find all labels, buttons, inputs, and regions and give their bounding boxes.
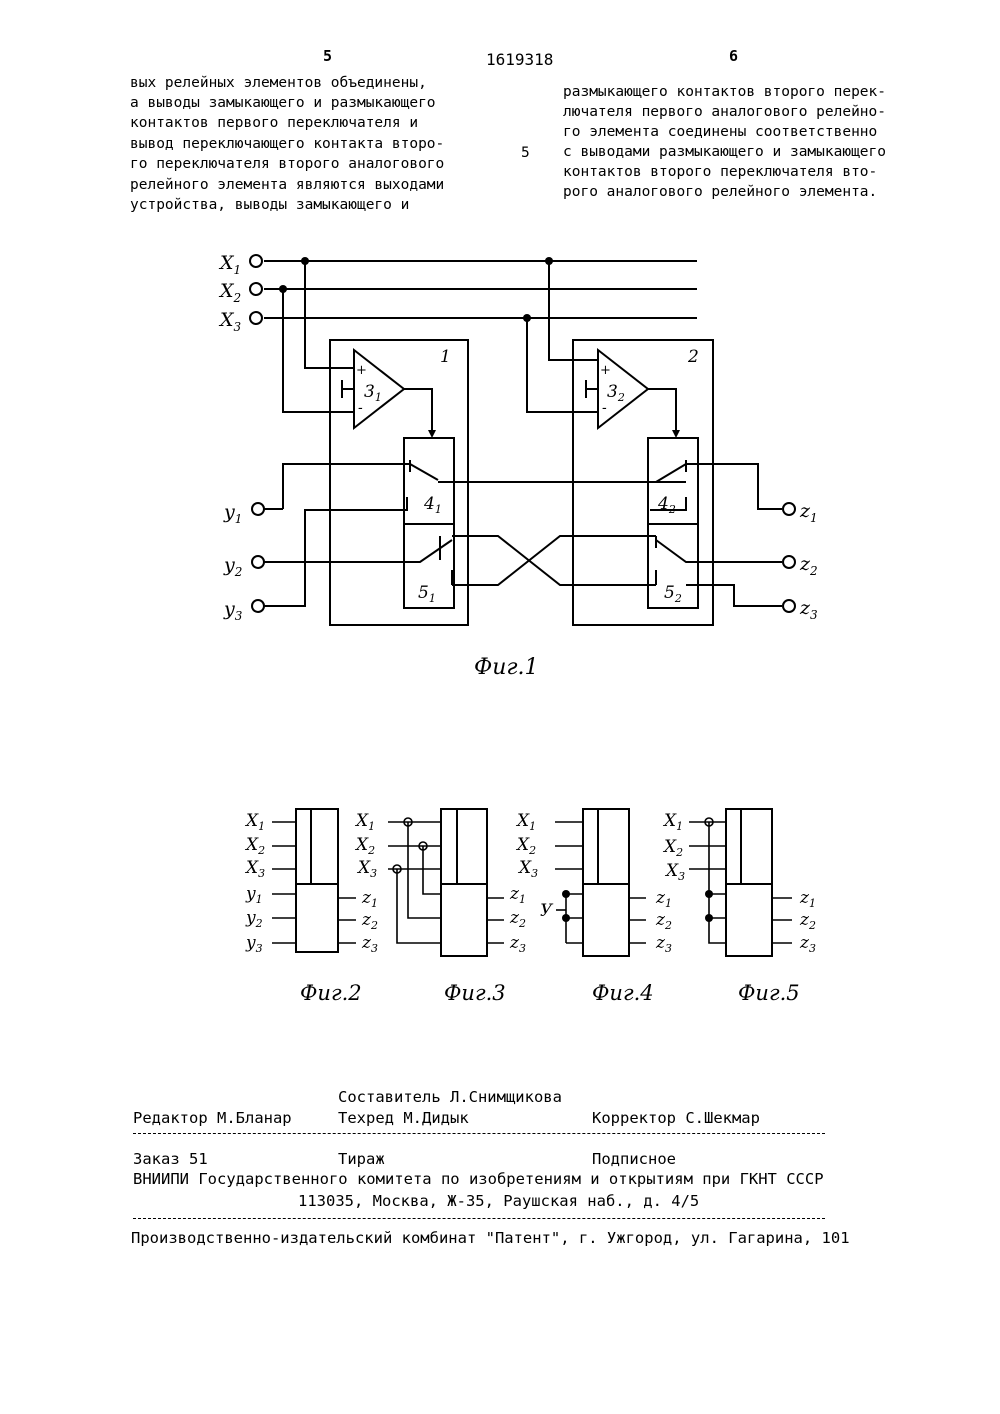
fig5-caption: Фиг.5 [738,981,800,1005]
z3-label: z3 [799,597,818,622]
svg-text:X2: X2 [662,837,683,859]
editor-credit: Редактор М.Бланар [133,1109,292,1127]
svg-text:X1: X1 [244,811,265,833]
svg-text:X1: X1 [354,811,375,833]
svg-text:+: + [356,363,367,378]
fig1-caption: Фиг.1 [474,655,539,680]
svg-text:z1: z1 [655,888,672,910]
block-2-number: 2 [687,347,699,367]
block-1-number: 1 [440,347,451,367]
svg-text:41: 41 [423,494,442,516]
svg-text:X2: X2 [515,835,536,857]
input-terminal [250,283,262,295]
svg-text:51: 51 [418,583,436,605]
divider [133,1133,825,1134]
svg-text:X3: X3 [664,861,685,883]
svg-text:-: - [602,400,607,416]
svg-text:-: - [358,400,363,416]
svg-text:X3: X3 [356,858,377,880]
x2-label: X2 [218,280,241,305]
svg-text:y3: y3 [245,933,263,955]
svg-text:32: 32 [607,382,625,404]
svg-text:z1: z1 [361,888,378,910]
svg-text:z2: z2 [509,908,526,930]
svg-text:z2: z2 [655,910,672,932]
y3-label: y3 [223,598,243,623]
fig3-block: X1 X2 X3 z1 z2 z3 [354,809,526,956]
input-terminal [250,255,262,267]
divider [133,1218,825,1219]
address-line: 113035, Москва, Ж-35, Раушская наб., д. … [298,1192,699,1210]
svg-text:+: + [600,363,611,378]
svg-text:42: 42 [657,494,676,516]
x1-label: X1 [218,252,241,277]
institute-line: ВНИИПИ Государственного комитета по изоб… [133,1170,824,1188]
x3-label: X3 [218,309,242,334]
print-run: Тираж [338,1150,385,1168]
techred-credit: Техред М.Дидык [338,1109,469,1127]
fig1-circuit-diagram: X1 X2 X3 1 + - 31 41 [218,252,818,625]
subscription-note: Подписное [592,1150,676,1168]
svg-text:z3: z3 [361,933,378,955]
input-terminal [250,312,262,324]
svg-text:У: У [540,901,554,921]
svg-text:z2: z2 [799,910,816,932]
fig3-caption: Фиг.3 [444,981,506,1005]
fig5-block: X1 X2 X3 z1 z2 z3 [662,809,816,956]
svg-text:z3: z3 [799,933,816,955]
corrector-credit: Корректор С.Шекмар [592,1109,760,1127]
svg-text:z2: z2 [361,910,378,932]
svg-text:z3: z3 [509,933,526,955]
svg-text:y2: y2 [245,908,263,930]
order-number: Заказ 51 [133,1150,208,1168]
svg-text:z1: z1 [509,884,526,906]
svg-text:X2: X2 [244,835,265,857]
fig4-block: X1 X2 X3 У z1 z2 z3 [515,809,672,956]
svg-text:z3: z3 [655,933,672,955]
y2-label: y2 [223,554,242,579]
compiler-credit: Составитель Л.Снимщикова [338,1088,562,1106]
svg-text:X1: X1 [515,811,536,833]
y1-label: y1 [223,501,242,526]
svg-text:X2: X2 [354,835,375,857]
svg-text:z1: z1 [799,888,816,910]
svg-text:X1: X1 [662,811,683,833]
comparator-31 [354,350,404,428]
fig2-caption: Фиг.2 [300,981,362,1005]
svg-text:y1: y1 [245,884,263,906]
fig4-caption: Фиг.4 [592,981,654,1005]
z1-label: z1 [799,500,818,525]
svg-text:X3: X3 [517,858,538,880]
z2-label: z2 [799,553,818,578]
svg-text:X3: X3 [244,858,265,880]
svg-text:31: 31 [364,382,382,404]
comparator-32 [598,350,648,428]
publisher-line: Производственно-издательский комбинат "П… [131,1229,850,1247]
svg-text:52: 52 [664,583,682,605]
